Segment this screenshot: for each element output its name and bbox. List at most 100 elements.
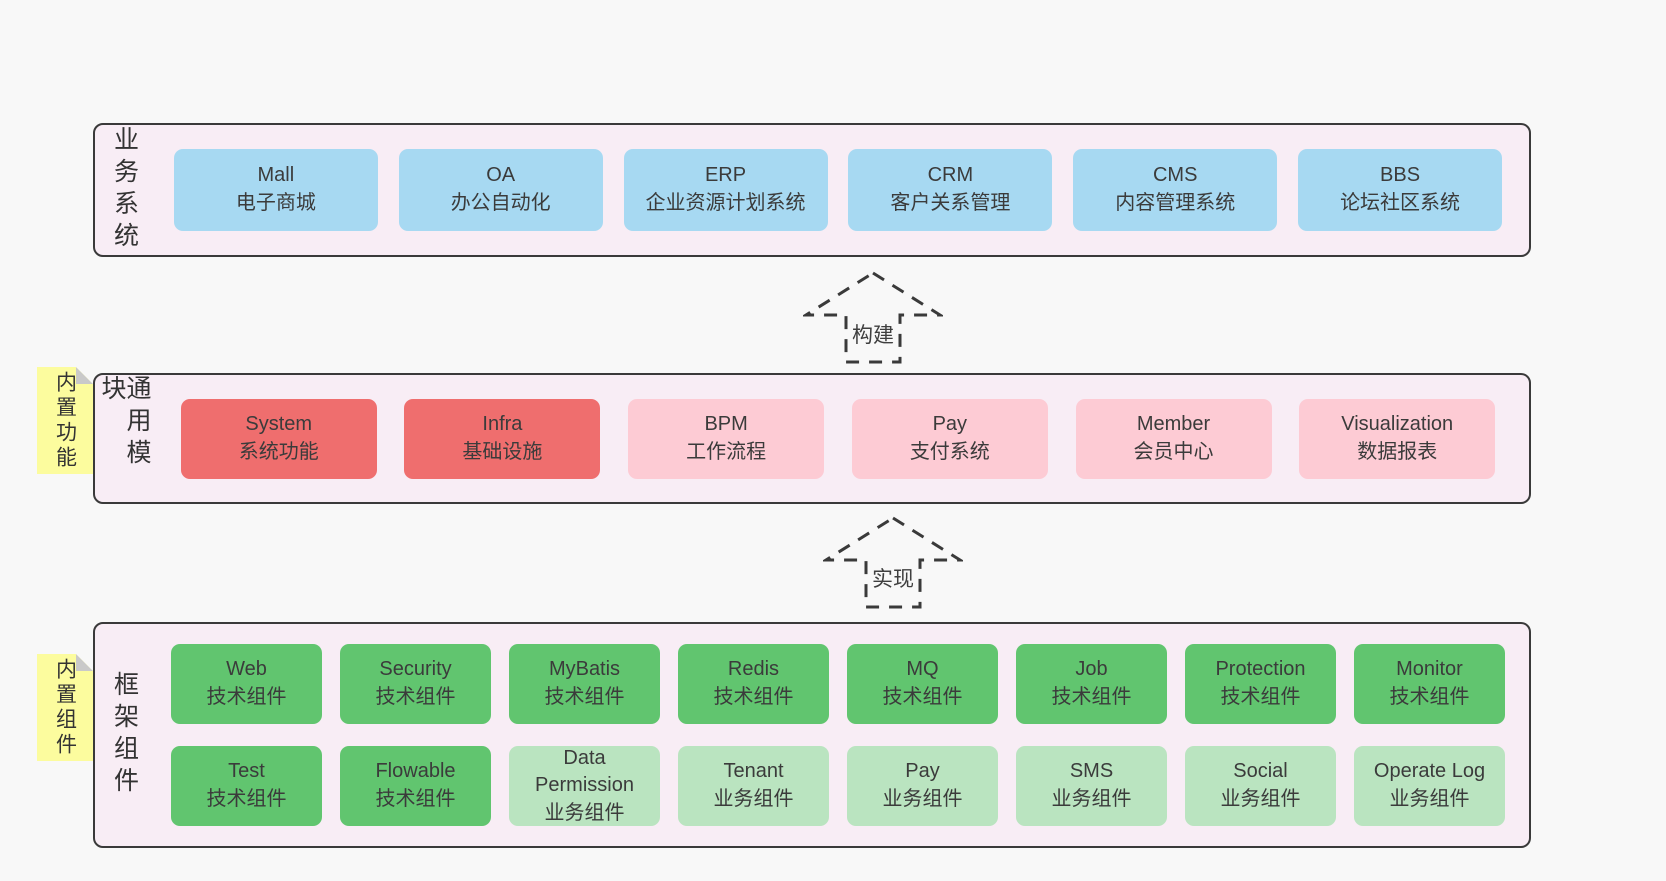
box-title: Mall bbox=[257, 164, 295, 187]
side-label-column: 业务系统 bbox=[95, 125, 153, 255]
box-test: Test 技术组件 bbox=[171, 746, 322, 826]
box-title: Operate Log bbox=[1373, 760, 1486, 783]
box-title: Test bbox=[228, 760, 265, 783]
box-tenant: Tenant 业务组件 bbox=[678, 746, 829, 826]
box-subtitle: 企业资源计划系统 bbox=[645, 192, 806, 214]
box-subtitle: 数据报表 bbox=[1357, 440, 1438, 463]
up-arrow-dashed-icon bbox=[823, 516, 963, 609]
business-systems-box-area: Mall 电子商城 OA 办公自动化 ERP 企业资源计划系统 CRM 客户关系… bbox=[153, 125, 1529, 255]
box-title: Pay bbox=[932, 412, 968, 435]
box-subtitle: 技术组件 bbox=[206, 788, 287, 810]
box-mq: MQ 技术组件 bbox=[847, 644, 998, 724]
box-subtitle: 支付系统 bbox=[909, 440, 990, 463]
box-title: Job bbox=[1075, 658, 1108, 681]
box-subtitle: 技术组件 bbox=[544, 686, 625, 708]
box-infra: Infra 基础设施 bbox=[404, 398, 601, 479]
box-system: System 系统功能 bbox=[180, 398, 377, 479]
box-title: Member bbox=[1136, 412, 1211, 435]
business-systems-label: 业务系统 bbox=[110, 126, 139, 254]
box-subtitle: 技术组件 bbox=[375, 686, 456, 708]
box-protection: Protection 技术组件 bbox=[1185, 644, 1336, 724]
side-label-column: 通用模块 bbox=[95, 375, 153, 502]
box-crm: CRM 客户关系管理 bbox=[848, 149, 1053, 231]
box-title: OA bbox=[486, 164, 516, 187]
box-title: Infra bbox=[482, 412, 523, 435]
box-title: Web bbox=[226, 658, 267, 681]
box-title: Data Permission bbox=[535, 746, 634, 797]
box-flowable: Flowable 技术组件 bbox=[340, 746, 491, 826]
side-label-column: 框架组件 bbox=[95, 624, 153, 846]
box-operate-log: Operate Log 业务组件 bbox=[1354, 746, 1505, 826]
box-subtitle: 技术组件 bbox=[375, 788, 456, 810]
box-subtitle: 技术组件 bbox=[713, 686, 794, 708]
framework-components-box-area: Web 技术组件 Security 技术组件 MyBatis 技术组件 Redi… bbox=[153, 624, 1529, 846]
box-sms: SMS 业务组件 bbox=[1016, 746, 1167, 826]
box-title: Social bbox=[1233, 760, 1288, 783]
box-subtitle: 技术组件 bbox=[1051, 686, 1132, 708]
box-title: Redis bbox=[727, 658, 780, 681]
box-title: Pay bbox=[905, 760, 940, 783]
box-title: MyBatis bbox=[548, 658, 621, 681]
box-subtitle: 基础设施 bbox=[462, 440, 543, 463]
framework-components-label: 框架组件 bbox=[110, 671, 139, 799]
box-mybatis: MyBatis 技术组件 bbox=[509, 644, 660, 724]
box-subtitle: 技术组件 bbox=[206, 686, 287, 708]
common-modules-label: 通用模块 bbox=[98, 375, 151, 471]
box-member: Member 会员中心 bbox=[1075, 398, 1272, 479]
build-arrow-label: 构建 bbox=[850, 318, 896, 350]
box-subtitle: 办公自动化 bbox=[450, 192, 551, 214]
business-systems-panel: 业务系统 Mall 电子商城 OA 办公自动化 ERP 企业资源计划系统 CRM… bbox=[93, 123, 1531, 257]
common-modules-box-area: System 系统功能 Infra 基础设施 BPM 工作流程 Pay 支付系统… bbox=[153, 375, 1529, 502]
box-erp: ERP 企业资源计划系统 bbox=[623, 149, 828, 231]
box-pay-component: Pay 业务组件 bbox=[847, 746, 998, 826]
box-title: Protection bbox=[1215, 658, 1306, 681]
box-subtitle: 工作流程 bbox=[686, 440, 767, 463]
box-subtitle: 业务组件 bbox=[882, 788, 963, 810]
box-title: BPM bbox=[704, 412, 748, 435]
implement-arrow-label: 实现 bbox=[870, 562, 916, 594]
box-cms: CMS 内容管理系统 bbox=[1073, 149, 1278, 231]
box-title: Security bbox=[379, 658, 452, 681]
box-subtitle: 业务组件 bbox=[713, 788, 794, 810]
box-subtitle: 业务组件 bbox=[1220, 788, 1301, 810]
box-title: MQ bbox=[906, 658, 939, 681]
box-subtitle: 技术组件 bbox=[1220, 686, 1301, 708]
sticky-label: 内置功能 bbox=[53, 370, 77, 471]
box-title: ERP bbox=[704, 164, 747, 187]
box-visualization: Visualization 数据报表 bbox=[1299, 398, 1496, 479]
box-job: Job 技术组件 bbox=[1016, 644, 1167, 724]
sticky-label: 内置组件 bbox=[53, 657, 77, 758]
box-subtitle: 技术组件 bbox=[882, 686, 963, 708]
box-title: CRM bbox=[927, 164, 974, 187]
box-subtitle: 客户关系管理 bbox=[890, 192, 1011, 214]
implement-up-arrow bbox=[823, 515, 963, 610]
box-subtitle: 业务组件 bbox=[1389, 788, 1470, 810]
box-subtitle: 业务组件 bbox=[1051, 788, 1132, 810]
box-title: Flowable bbox=[375, 760, 456, 783]
common-modules-panel: 通用模块 System 系统功能 Infra 基础设施 BPM 工作流程 Pay… bbox=[93, 373, 1531, 504]
build-up-arrow bbox=[803, 270, 943, 365]
box-title: BBS bbox=[1380, 164, 1421, 187]
box-subtitle: 论坛社区系统 bbox=[1340, 192, 1461, 214]
box-subtitle: 内容管理系统 bbox=[1115, 192, 1236, 214]
box-bpm: BPM 工作流程 bbox=[628, 398, 825, 479]
box-monitor: Monitor 技术组件 bbox=[1354, 644, 1505, 724]
box-subtitle: 业务组件 bbox=[544, 801, 625, 824]
box-title: Monitor bbox=[1396, 658, 1463, 681]
box-title: SMS bbox=[1069, 760, 1114, 783]
framework-components-panel: 框架组件 Web 技术组件 Security 技术组件 MyBatis 技术组件… bbox=[93, 622, 1531, 848]
box-redis: Redis 技术组件 bbox=[678, 644, 829, 724]
box-pay-module: Pay 支付系统 bbox=[851, 398, 1048, 479]
box-subtitle: 系统功能 bbox=[238, 440, 319, 463]
box-mall: Mall 电子商城 bbox=[173, 149, 378, 231]
box-oa: OA 办公自动化 bbox=[398, 149, 603, 231]
box-title: Tenant bbox=[723, 760, 784, 783]
box-security: Security 技术组件 bbox=[340, 644, 491, 724]
box-title: System bbox=[245, 412, 313, 435]
box-subtitle: 技术组件 bbox=[1389, 686, 1470, 708]
box-web: Web 技术组件 bbox=[171, 644, 322, 724]
box-subtitle: 会员中心 bbox=[1133, 440, 1214, 463]
builtin-components-sticky-note: 内置组件 bbox=[37, 654, 93, 761]
box-title: CMS bbox=[1152, 164, 1198, 187]
box-subtitle: 电子商城 bbox=[235, 192, 316, 214]
